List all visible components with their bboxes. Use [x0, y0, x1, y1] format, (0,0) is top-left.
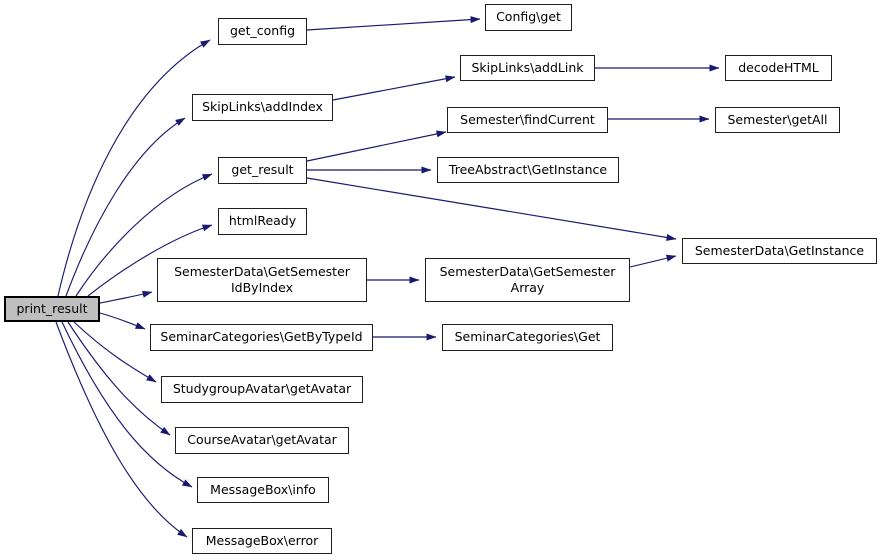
edge-print_result-semesterdata_getsemesteridbyindex [99, 290, 153, 304]
edge-print_result-get_config [57, 39, 211, 297]
node-messagebox-info[interactable]: MessageBox\info [197, 477, 329, 503]
edge-skiplinks_addindex-skiplinks_addlink [332, 75, 456, 101]
edge-print_result-htmlready [87, 224, 213, 297]
edge-print_result-get_result [75, 173, 213, 297]
node-studygroupavatar-getavatar[interactable]: StudygroupAvatar\getAvatar [161, 376, 363, 403]
node-semesterdata-getinstance[interactable]: SemesterData\GetInstance [682, 238, 877, 264]
node-config-get[interactable]: Config\get [485, 4, 572, 31]
node-semesterdata-getsemesteridbyindex[interactable]: SemesterData\GetSemester IdByIndex [157, 258, 367, 302]
node-courseavatar-getavatar[interactable]: CourseAvatar\getAvatar [175, 427, 349, 454]
edge-print_result-skiplinks_addindex [65, 117, 186, 297]
node-get-result[interactable]: get_result [218, 157, 307, 184]
edge-print_result-seminarcategories_getbytypeid [99, 312, 146, 330]
edge-get_result-semester_findcurrent [306, 130, 447, 162]
edge-print_result-courseavatar_getavatar [67, 321, 171, 436]
edge-get_result-semesterdata_getinstance [306, 177, 677, 241]
node-treeabstract-getinstance[interactable]: TreeAbstract\GetInstance [437, 157, 619, 183]
node-htmlready[interactable]: htmlReady [218, 208, 307, 235]
edge-print_result-messagebox_error [55, 321, 188, 538]
node-print-result[interactable]: print_result [4, 296, 100, 322]
node-semester-findcurrent[interactable]: Semester\findCurrent [447, 107, 608, 133]
node-semester-getall[interactable]: Semester\getAll [715, 107, 840, 133]
node-semesterdata-getsemesterarray[interactable]: SemesterData\GetSemester Array [425, 258, 630, 302]
node-seminarcategories-get[interactable]: SeminarCategories\Get [442, 324, 613, 351]
node-messagebox-error[interactable]: MessageBox\error [192, 528, 332, 554]
node-skiplinks-addlink[interactable]: SkipLinks\addLink [460, 55, 595, 81]
node-seminarcategories-getbytypeid[interactable]: SeminarCategories\GetByTypeId [150, 324, 373, 351]
node-skiplinks-addindex[interactable]: SkipLinks\addIndex [192, 94, 333, 121]
node-decodehtml[interactable]: decodeHTML [725, 55, 832, 81]
edge-semesterdata_getsemesterarray-semesterdata_getinstance [629, 254, 677, 268]
edge-print_result-messagebox_info [61, 321, 193, 488]
node-get-config[interactable]: get_config [218, 18, 307, 45]
edge-print_result-studygroupavatar_getavatar [73, 321, 157, 383]
edge-get_config-config_get [306, 16, 481, 31]
